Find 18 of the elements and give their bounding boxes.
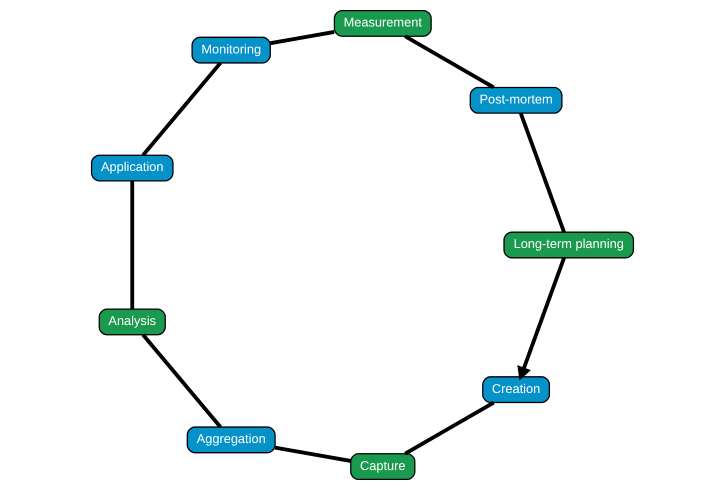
connector — [274, 446, 350, 463]
node-box: Analysis — [98, 308, 166, 336]
node-box: Capture — [350, 453, 415, 480]
connector — [130, 180, 134, 310]
connector — [141, 62, 222, 156]
connector — [518, 112, 566, 233]
node-box: Measurement — [333, 10, 432, 37]
node-box: Application — [90, 154, 174, 182]
arrow — [516, 257, 566, 381]
connector — [404, 34, 494, 90]
node-box: Creation — [482, 376, 550, 404]
connector — [141, 334, 222, 428]
node-box: Post-mortem — [469, 86, 562, 114]
connector — [404, 400, 494, 456]
node-box: Aggregation — [186, 426, 276, 454]
connector — [270, 30, 334, 46]
node-box: Monitoring — [190, 36, 270, 64]
node-box: Long-term planning — [502, 232, 634, 258]
